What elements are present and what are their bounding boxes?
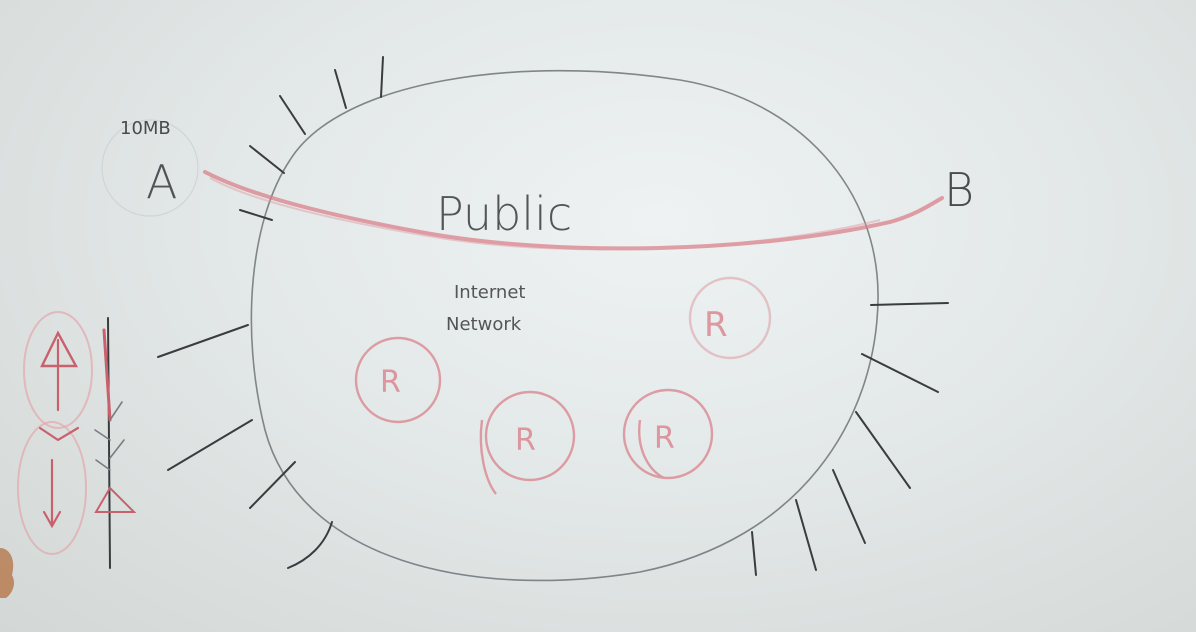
router-label: R [654, 421, 675, 456]
cloud-subtitle-line-2: Network [446, 314, 522, 335]
connection-line-a-b [203, 170, 944, 251]
node-b-label: B [944, 163, 974, 217]
size-label: 10MB [120, 118, 171, 139]
router-circles [354, 276, 772, 495]
router-label: R [515, 423, 536, 458]
router-label: R [704, 305, 728, 345]
cloud-title: Public [436, 187, 572, 241]
cloud-subtitle-line-1: Internet [454, 282, 525, 303]
cloud-spikes [157, 56, 949, 576]
router-label: R [380, 365, 401, 400]
node-a-label: A [146, 155, 177, 209]
left-side-diagram [17, 311, 137, 569]
hand-at-edge [0, 548, 14, 598]
node-a-circle [101, 119, 199, 217]
network-cloud-outline [250, 69, 879, 582]
